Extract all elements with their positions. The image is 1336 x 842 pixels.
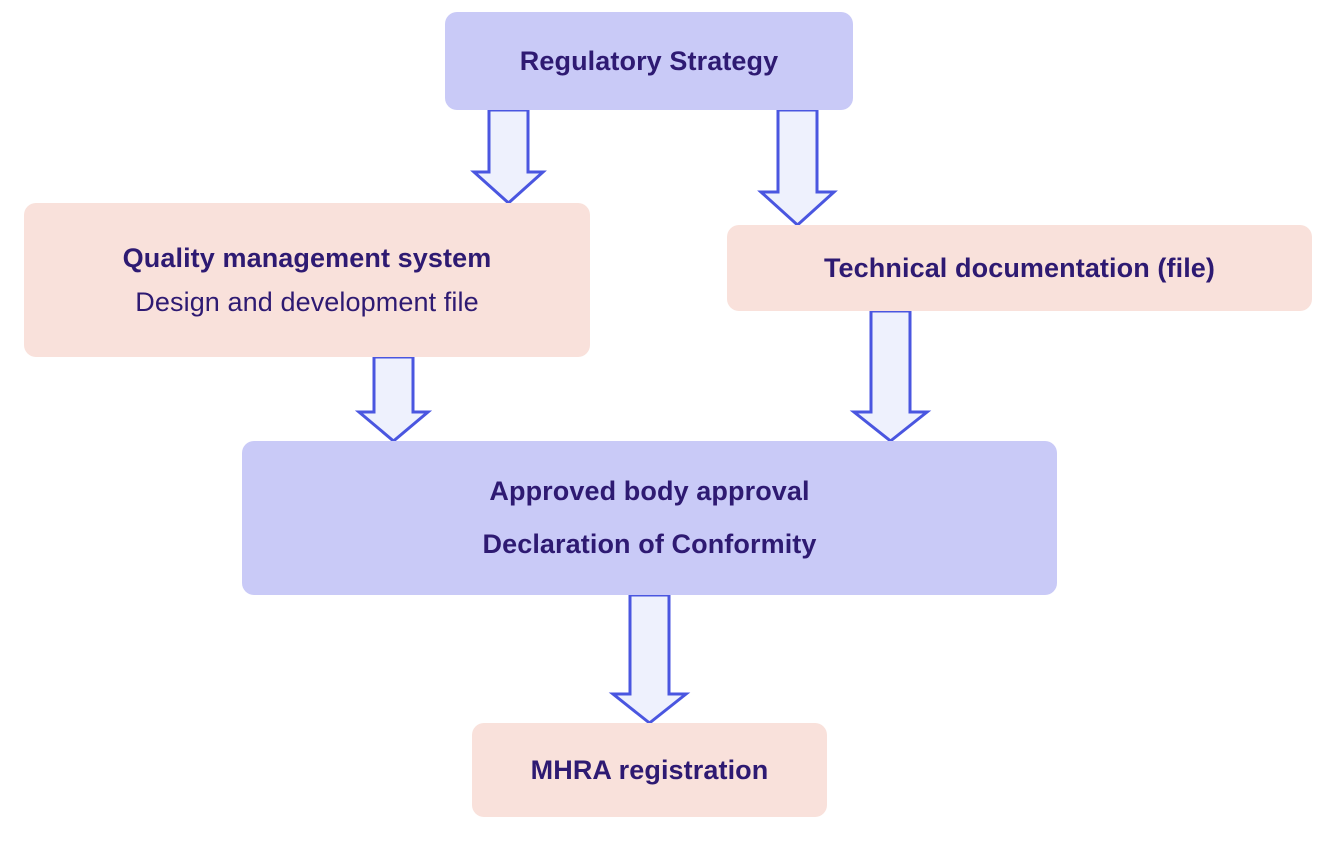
down-arrow-icon-qms-to-approval <box>354 355 433 443</box>
node-technical-documentation[interactable]: Technical documentation (file) <box>727 225 1312 311</box>
down-arrow-icon-strategy-to-qms <box>470 108 547 206</box>
node-regulatory-strategy-line-1: Regulatory Strategy <box>519 45 779 76</box>
node-technical-documentation-line-1: Technical documentation (file) <box>823 252 1216 283</box>
node-mhra-registration-line-1: MHRA registration <box>530 754 769 785</box>
node-mhra-registration[interactable]: MHRA registration <box>472 723 827 817</box>
node-regulatory-strategy[interactable]: Regulatory Strategy <box>445 12 853 110</box>
node-approved-body-approval-line-1: Approved body approval <box>489 476 810 507</box>
node-approved-body-approval-line-2: Declaration of Conformity <box>482 529 817 559</box>
down-arrow-icon-strategy-to-techdoc <box>757 108 838 228</box>
down-arrow-icon-techdoc-to-approval <box>849 309 932 443</box>
node-quality-management-system-line-2: Design and development file <box>135 286 479 317</box>
node-quality-management-system[interactable]: Quality management system Design and dev… <box>24 203 590 357</box>
node-approved-body-approval[interactable]: Approved body approval Declaration of Co… <box>242 441 1057 595</box>
down-arrow-icon-approval-to-mhra <box>608 593 691 725</box>
node-quality-management-system-line-1: Quality management system <box>122 242 492 273</box>
